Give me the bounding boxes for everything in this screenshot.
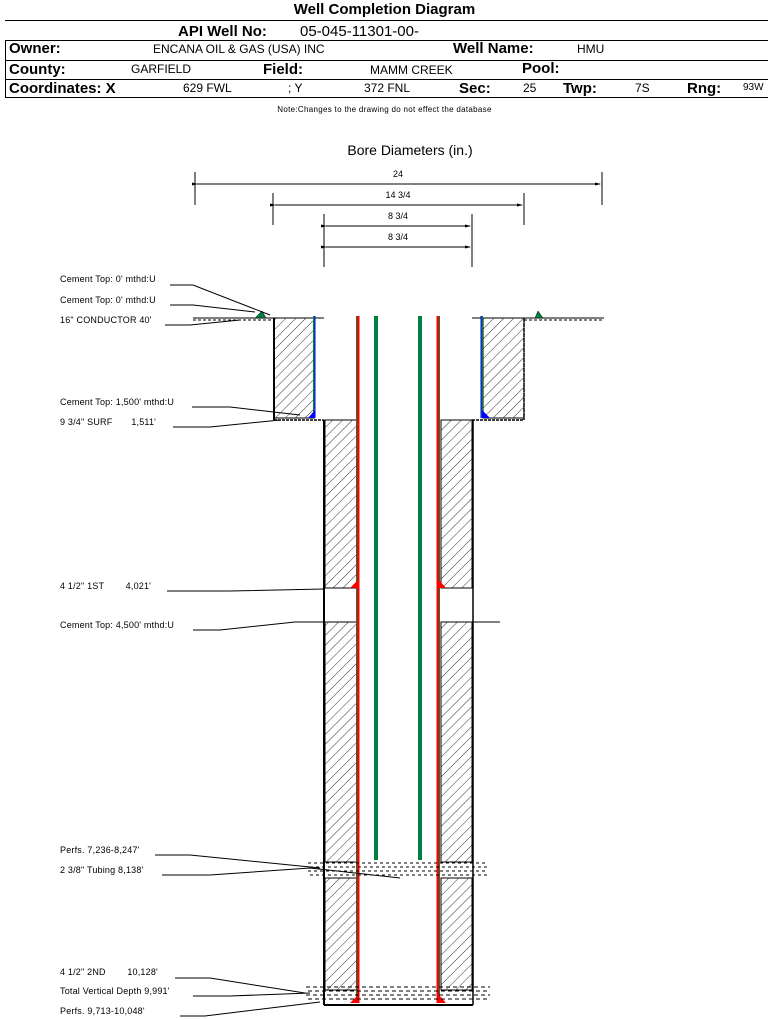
annotation-leaders — [155, 284, 401, 1017]
annotation-perforations: Perfs. 7,236-8,247' — [60, 845, 140, 855]
field-label: Field: — [263, 61, 303, 78]
annotation-cement-top: Cement Top: 0' mthd:U — [60, 295, 156, 305]
section-value: 25 — [523, 81, 537, 95]
bore-label-14-3-4: 14 3/4 — [385, 190, 410, 200]
range-value: 93W — [743, 82, 764, 93]
township-value: 7S — [635, 81, 650, 95]
production-cement-left — [324, 621, 358, 863]
api-value: 05-045-11301-00- — [300, 23, 419, 40]
owner-value: ENCANA OIL & GAS (USA) INC — [153, 42, 325, 56]
annotation-total-depth: Total Vertical Depth 9,991' — [60, 986, 170, 996]
perforations-upper — [308, 862, 488, 876]
production-cement-left — [324, 877, 358, 991]
header-divider — [5, 40, 768, 41]
well-name-label: Well Name: — [453, 40, 534, 57]
township-label: Twp: — [563, 80, 597, 97]
surface-casing-shoe — [482, 410, 490, 418]
production-cement-right — [440, 419, 473, 589]
pool-label: Pool: — [522, 60, 560, 77]
county-label: County: — [9, 61, 66, 78]
coordinates-label: Coordinates: X — [9, 80, 116, 97]
header-border-bottom — [5, 97, 768, 98]
surface-cement-right — [482, 317, 525, 419]
field-value: MAMM CREEK — [370, 63, 453, 77]
range-label: Rng: — [687, 80, 722, 97]
dimension-14-3-4: 14 3/4 — [270, 190, 525, 225]
x-coordinate-value: 629 FWL — [183, 81, 232, 95]
annotation-cement-top: Cement Top: 4,500' mthd:U — [60, 620, 175, 630]
y-coordinate-value: 372 FNL — [364, 81, 411, 95]
header-border-top — [5, 20, 768, 21]
bore-diameters-title: Bore Diameters (in.) — [347, 142, 472, 158]
y-coordinate-label: ; Y — [288, 81, 303, 95]
annotation-tubing: 2 3/8" Tubing 8,138' — [60, 865, 144, 875]
surface-casing-shoe — [308, 410, 315, 418]
perforations-lower — [306, 986, 490, 1000]
diagram-title: Well Completion Diagram — [293, 1, 476, 18]
header-divider — [5, 60, 768, 61]
bore-label-8-3-4: 8 3/4 — [388, 232, 408, 242]
header-border-left — [5, 40, 6, 97]
bore-label-8-3-4: 8 3/4 — [388, 211, 408, 221]
dimension-24: 24 — [192, 169, 603, 205]
disclaimer-note: Note:Changes to the drawing do not effec… — [277, 105, 492, 114]
production-cement-left — [324, 419, 358, 589]
owner-label: Owner: — [9, 40, 61, 57]
county-value: GARFIELD — [131, 62, 192, 76]
well-name-value: HMU — [577, 42, 605, 56]
annotation-perforations: Perfs. 9,713-10,048' — [60, 1006, 145, 1016]
header-divider — [5, 79, 768, 80]
production-cement-right — [440, 877, 473, 991]
section-label: Sec: — [459, 80, 491, 97]
annotation-cement-top: Cement Top: 1,500' mthd:U — [60, 397, 175, 407]
annotation-second-stage-casing: 4 1/2" 2ND 10,128' — [60, 967, 158, 977]
annotation-cement-top: Cement Top: 0' mthd:U — [60, 274, 156, 284]
cement-top-marker — [534, 310, 544, 319]
annotation-conductor: 16" CONDUCTOR 40' — [60, 315, 152, 325]
annotation-first-stage-casing: 4 1/2" 1ST 4,021' — [60, 581, 152, 591]
annotation-surface-casing: 9 3/4" SURF 1,511' — [60, 417, 157, 427]
surface-cement-left — [273, 317, 315, 419]
cement-top-marker — [254, 310, 267, 319]
bore-label-24: 24 — [393, 169, 403, 179]
stage-collar-marker — [439, 580, 446, 588]
stage-collar-marker — [350, 580, 358, 588]
dimension-8-3-4-a: 8 3/4 8 3/4 — [321, 211, 473, 267]
production-cement-right — [440, 621, 473, 863]
api-label: API Well No: — [178, 23, 267, 40]
